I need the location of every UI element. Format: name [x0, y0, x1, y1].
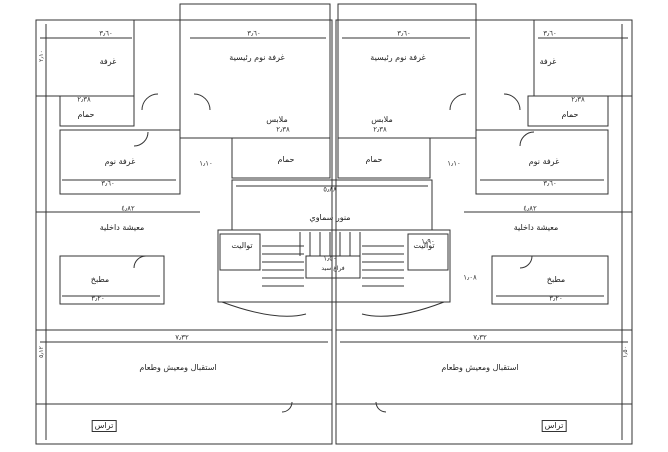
toilet-left	[219, 233, 261, 271]
bedroom-left	[59, 129, 181, 195]
dim-corr-right: ١٫١٠	[447, 159, 461, 168]
label-room-top-left: غرفة	[99, 57, 117, 66]
label-bath-mid-right: حمام	[365, 155, 383, 164]
label-room-top-right: غرفة	[539, 57, 557, 66]
dim-top-left-room: ٣٫٦٠	[99, 29, 113, 38]
label-terrace-right: تراس	[541, 420, 567, 432]
stair-core	[217, 229, 451, 303]
dim-top-right-room: ٣٫٦٠	[543, 29, 557, 38]
bath-small-right	[527, 95, 609, 127]
label-bath-small-right: حمام	[561, 110, 579, 119]
label-kitchen-left: مطبخ	[90, 275, 110, 284]
north-bay	[179, 3, 331, 21]
label-reception-right: استقبال ومعيش وطعام	[441, 363, 519, 372]
bath-mid-left	[231, 137, 331, 179]
dim-stair: ١٫٥٠	[323, 254, 337, 263]
dim-reception-left: ٧٫٣٢	[175, 333, 189, 342]
label-wardrobe-left: ملابس	[266, 115, 288, 124]
label-wardrobe-right: ملابس	[371, 115, 393, 124]
label-bath-mid-left: حمام	[277, 155, 295, 164]
bath-small-left	[59, 95, 135, 127]
north-bay-right	[337, 3, 477, 21]
stair-void-box	[305, 255, 361, 279]
dim-side-a: ٢٫١٠	[38, 50, 45, 62]
dim-top-master-left: ٣٫٦٠	[247, 29, 261, 38]
label-skylight: منور سماوي	[309, 213, 351, 222]
dim-living-right: ٤٫٨٢	[523, 204, 537, 213]
label-master-bedroom-right: غرفة نوم رئيسية	[370, 53, 426, 62]
room-top-left	[35, 19, 135, 97]
dim-reception-right: ٧٫٣٢	[473, 333, 487, 342]
label-terrace-left: تراس	[91, 420, 117, 432]
bath-mid-right	[337, 137, 431, 179]
dim-bedroom-right: ٣٫٦٠	[543, 179, 557, 188]
label-master-bedroom-left: غرفة نوم رئيسية	[229, 53, 285, 62]
label-kitchen-right: مطبخ	[546, 275, 566, 284]
kitchen-right	[491, 255, 609, 305]
dim-core-width: ٥٫٨٨	[323, 185, 337, 194]
label-bedroom-right: غرفة نوم	[528, 157, 560, 166]
dim-side-b: ٥٫١٢	[38, 346, 45, 358]
outer-wall-right-unit	[335, 19, 633, 445]
dim-bedroom-left: ٣٫٦٠	[101, 179, 115, 188]
label-living-left: معيشة داخلية	[99, 223, 145, 232]
label-toilet-left: تواليت	[231, 241, 253, 250]
dim-wardrobe-right: ٢٫٣٨	[373, 125, 387, 134]
dim-living-left: ٤٫٨٢	[121, 204, 135, 213]
dim-bath-right: ٢٫٣٨	[571, 95, 585, 104]
dim-wardrobe-left: ٢٫٣٨	[276, 125, 290, 134]
dim-top-master-right: ٣٫٦٠	[397, 29, 411, 38]
toilet-right	[407, 233, 449, 271]
kitchen-left	[59, 255, 165, 305]
dim-bath-left: ٢٫٣٨	[77, 95, 91, 104]
label-toilet-right: تواليت	[413, 241, 435, 250]
dim-kitchen-right: ٣٫٢٠	[549, 294, 563, 303]
bedroom-right	[475, 129, 609, 195]
dim-corr-left: ١٫١٠	[199, 159, 213, 168]
dim-side-c: ١٫٥٠	[622, 346, 629, 358]
label-stair-void: فراغ سيد	[321, 265, 345, 272]
label-bath-small-left: حمام	[77, 110, 95, 119]
dim-toilet: ١٫٩٠	[421, 237, 435, 246]
label-reception-left: استقبال ومعيش وطعام	[139, 363, 217, 372]
dim-lobby: ١٫٠٨	[463, 273, 477, 282]
dim-kitchen-left: ٣٫٢٠	[91, 294, 105, 303]
label-living-right: معيشة داخلية	[513, 223, 559, 232]
outer-wall-left-unit	[35, 19, 333, 445]
label-bedroom-left: غرفة نوم	[104, 157, 136, 166]
